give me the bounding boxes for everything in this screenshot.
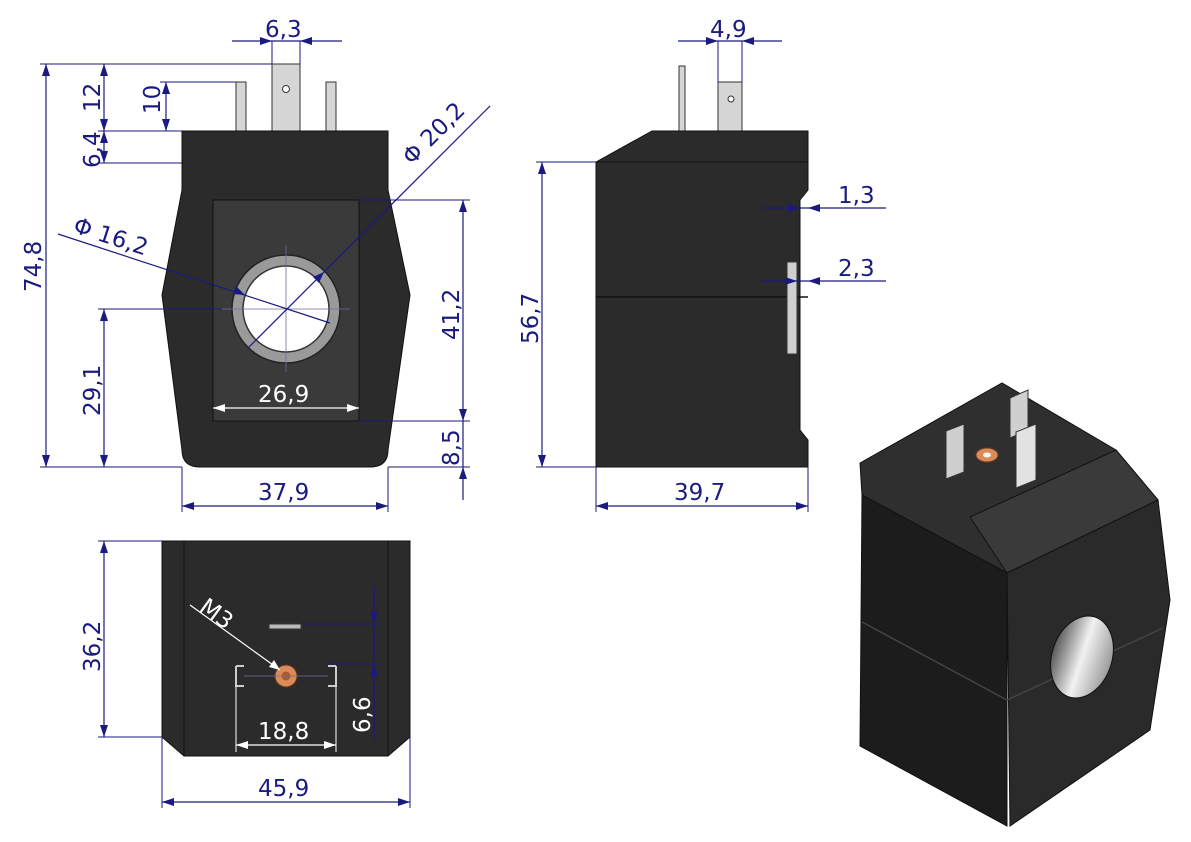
dim-front-bottom-offset: 8,5 [439, 429, 465, 466]
dim-front-overall-height: 74,8 [21, 241, 47, 292]
dim-front-bore-center-height: 29,1 [80, 365, 106, 416]
dim-front-small-pin: 10 [140, 85, 166, 114]
dim-top-pin-spacing: 18,8 [258, 719, 309, 745]
dim-front-width: 37,9 [258, 480, 309, 506]
side-pin-thin [678, 65, 686, 133]
side-dimensions: 4,9 1,3 2,3 56,7 39,7 [518, 17, 886, 512]
top-dimensions: 36,2 M3 6,6 18,8 45,9 [80, 540, 411, 808]
top-slot [268, 623, 302, 630]
dim-front-window-width: 26,9 [258, 382, 309, 408]
front-pin-center [271, 63, 301, 133]
dim-front-bore-outer-diam: Φ 20,2 [398, 98, 471, 171]
dim-top-height: 36,2 [80, 621, 106, 672]
dim-front-pin-spacing: 6,3 [265, 17, 302, 43]
front-pin-right [325, 81, 337, 133]
dim-side-step-1: 1,3 [838, 183, 875, 209]
iso-pin-3 [1015, 423, 1037, 489]
dim-top-pin-offset: 6,6 [350, 696, 376, 733]
side-bore-edge [786, 261, 798, 355]
dim-side-height: 56,7 [518, 293, 544, 344]
iso-bore [1050, 615, 1114, 699]
front-dimensions: 6,3 74,8 12 10 6,4 Φ 20,2 Φ 16,2 [21, 17, 491, 512]
side-view [595, 65, 809, 468]
dim-side-width: 39,7 [674, 480, 725, 506]
front-view [161, 63, 411, 468]
dim-top-width: 45,9 [258, 776, 309, 802]
dim-front-cap-height: 6,4 [80, 131, 106, 168]
front-pin-left [235, 81, 247, 133]
dim-side-pin-width: 4,9 [710, 17, 747, 43]
side-body [595, 130, 809, 468]
dim-front-pin-height: 12 [80, 83, 106, 112]
isometric-view [859, 382, 1171, 827]
dim-front-window-height: 41,2 [439, 289, 465, 340]
dim-front-bore-inner-diam: Φ 16,2 [70, 213, 151, 261]
side-pin-blade [717, 81, 743, 133]
iso-pin-1 [945, 423, 965, 480]
dim-side-step-2: 2,3 [838, 256, 875, 282]
